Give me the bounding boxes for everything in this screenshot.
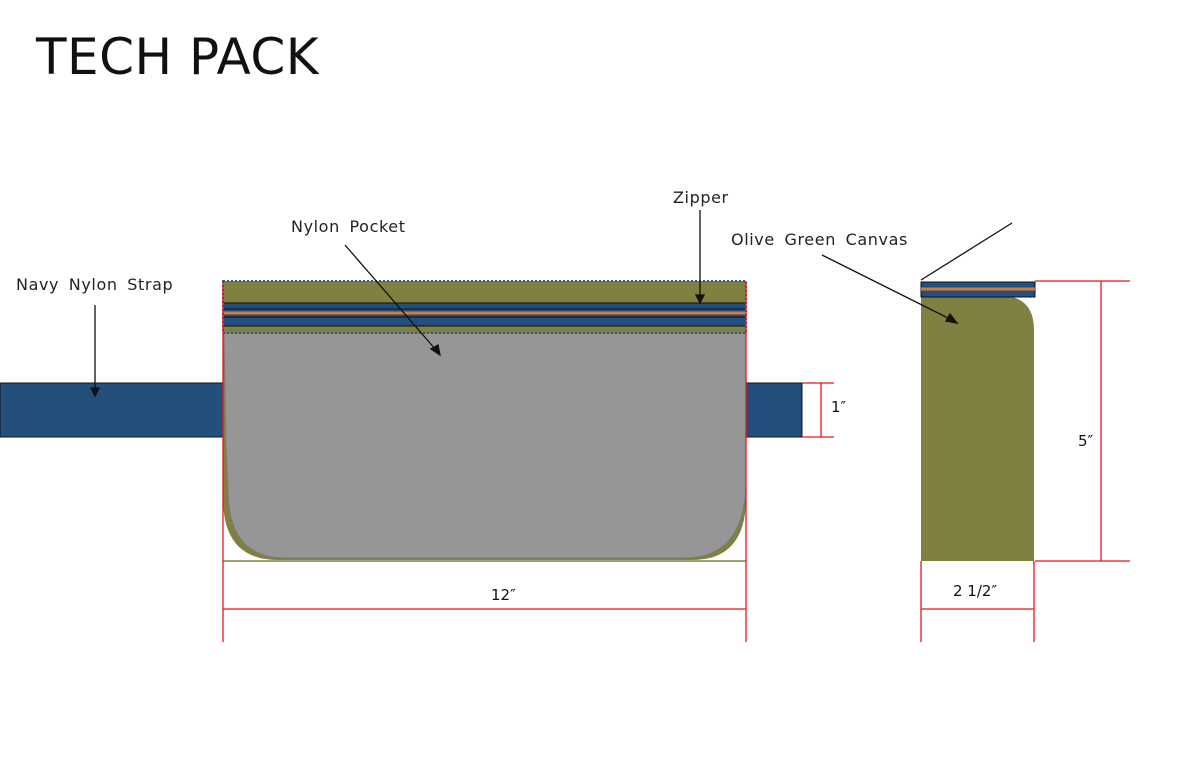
label-navy-nylon-strap: Navy Nylon Strap [16, 275, 174, 294]
dimension-width: 12″ [491, 586, 516, 604]
strap-right [744, 382, 803, 438]
side-panel-olive [921, 296, 1034, 561]
dimension-height: 5″ [1078, 432, 1094, 450]
strap-left [0, 382, 225, 438]
page-title: TECH PACK [36, 28, 320, 86]
label-nylon-pocket: Nylon Pocket [291, 217, 406, 236]
dimension-strap-height: 1″ [831, 398, 847, 416]
dimension-depth: 2 1/2″ [953, 582, 998, 600]
nylon-pocket [223, 332, 747, 559]
label-zipper: Zipper [673, 188, 729, 207]
label-olive-green-canvas: Olive Green Canvas [731, 230, 908, 249]
